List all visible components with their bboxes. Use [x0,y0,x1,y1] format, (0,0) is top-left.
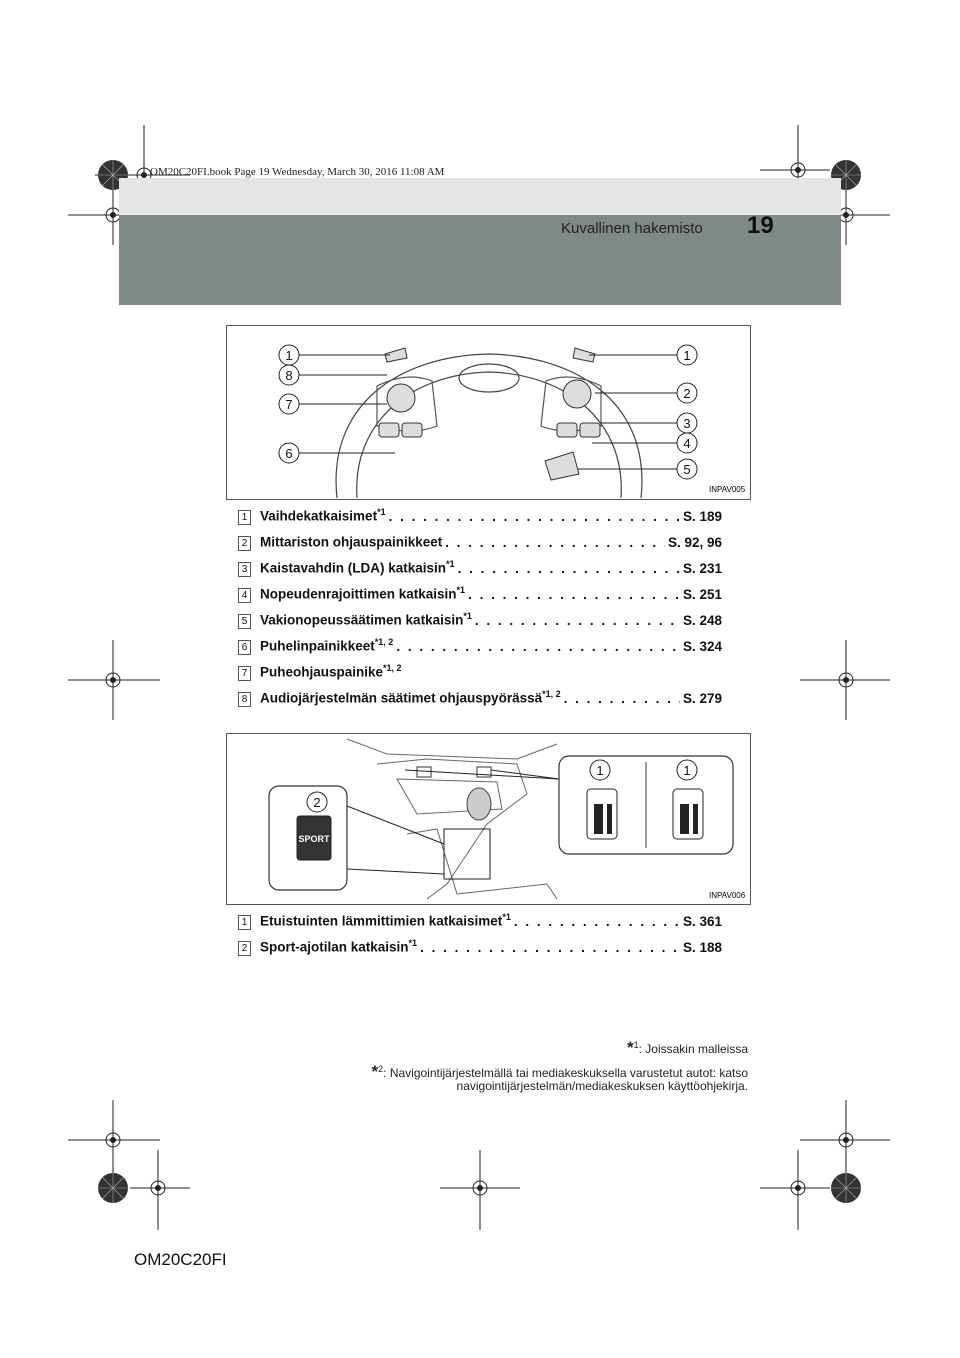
callout-label: 5 [683,462,690,477]
dot-leader [445,535,665,550]
callout-circle [278,442,300,464]
item-number: 8 [238,691,251,707]
callout-label: 2 [683,386,690,401]
dot-leader [420,940,680,955]
dot-leader [514,914,680,929]
callout-label: 1 [683,348,690,363]
page-reference: S. 231 [682,560,722,576]
callout-label: 1 [683,763,690,778]
callout-circle [676,382,698,404]
page-reference: S. 189 [682,508,722,524]
list-item: 2 Mittariston ohjauspainikkeet S. 92, 96 [238,533,722,553]
center-console-illustration: SPORT 2 1 1 INPAV006 [268,738,746,900]
steering-wheel-illustration: 1 8 7 6 1 2 3 4 5 INPAV005 [278,344,746,499]
item-label: Audiojärjestelmän säätimet ohjauspyöräss… [260,689,561,706]
item-label: Sport-ajotilan katkaisin*1 [260,938,418,955]
item-number: 2 [238,535,251,551]
dot-leader [564,691,680,706]
callout-circle [306,791,328,813]
header-band [119,215,841,305]
page-reference: S. 251 [682,586,722,602]
list-item: 7 Puheohjauspainike*1, 2 [238,663,722,683]
list-item: 2 Sport-ajotilan katkaisin*1 S. 188 [238,938,722,958]
dot-leader [468,587,680,602]
callout-label: 6 [285,446,292,461]
dot-leader [458,561,680,576]
item-number: 7 [238,665,251,681]
section-title: Kuvallinen hakemisto [561,220,703,237]
callout-label: 3 [683,416,690,431]
list-item: 5 Vakionopeussäätimen katkaisin*1 S. 248 [238,611,722,631]
item-number: 5 [238,613,251,629]
page-reference: S. 248 [682,612,722,628]
list-item: 4 Nopeudenrajoittimen katkaisin*1 S. 251 [238,585,722,605]
header-top-strip [119,178,841,215]
item-label: Puhelinpainikkeet*1, 2 [260,637,394,654]
callout-label: 8 [285,368,292,383]
item-label: Vakionopeussäätimen katkaisin*1 [260,611,472,628]
footnote-continuation: navigointijärjestelmän/mediakeskuksen kä… [456,1079,748,1093]
center-console-figure: SPORT 2 1 1 INPAV006 [226,733,751,905]
figure-code: INPAV005 [709,485,746,494]
callout-circle [676,458,698,480]
callout-label: 1 [596,763,603,778]
item-number: 3 [238,561,251,577]
figure-code: INPAV006 [709,891,746,900]
callouts-right: 1 2 3 4 5 [676,344,698,480]
page-reference: S. 361 [682,913,722,929]
callout-circle [589,759,611,781]
list-item: 1 Etuistuinten lämmittimien katkaisimet*… [238,912,722,932]
page-number: 19 [747,212,774,239]
item-label: Kaistavahdin (LDA) katkaisin*1 [260,559,455,576]
list-item: 1 Vaihdekatkaisimet*1 S. 189 [238,507,722,527]
callout-circle [676,759,698,781]
callout-label: 1 [285,348,292,363]
callout-label: 4 [683,436,690,451]
item-number: 6 [238,639,251,655]
item-number: 4 [238,587,251,603]
callout-label: 2 [313,795,320,810]
item-label: Etuistuinten lämmittimien katkaisimet*1 [260,912,511,929]
page-reference: S. 188 [682,939,722,955]
page-reference: S. 92, 96 [667,534,722,550]
dot-leader [389,509,680,524]
document-code: OM20C20FI [134,1250,227,1269]
item-number: 1 [238,509,251,525]
steering-wheel-figure: 1 8 7 6 1 2 3 4 5 INPAV005 [226,325,751,500]
callouts-left: 1 8 7 6 [278,344,300,464]
item-number: 2 [238,940,251,956]
page-reference: S. 279 [682,690,722,706]
dot-leader [475,613,680,628]
page-reference: S. 324 [682,638,722,654]
callout-circle [278,364,300,386]
item-label: Puheohjauspainike*1, 2 [260,663,402,680]
callout-circle [676,432,698,454]
print-info-line: OM20C20FI.book Page 19 Wednesday, March … [150,166,445,178]
item-label: Nopeudenrajoittimen katkaisin*1 [260,585,466,602]
list-item: 6 Puhelinpainikkeet*1, 2 S. 324 [238,637,722,657]
dot-leader [396,639,680,654]
callout-circle [676,344,698,366]
footnote: *1: Joissakin malleissa [626,1038,748,1057]
list-item: 3 Kaistavahdin (LDA) katkaisin*1 S. 231 [238,559,722,579]
callout-label: 7 [285,397,292,412]
item-label: Mittariston ohjauspainikkeet [260,534,443,550]
item-label: Vaihdekatkaisimet*1 [260,507,386,524]
item-number: 1 [238,914,251,930]
list-item: 8 Audiojärjestelmän säätimet ohjauspyörä… [238,689,722,709]
footnote: *2: Navigointijärjestelmällä tai mediake… [371,1062,748,1081]
sport-button-label: SPORT [298,834,330,844]
callout-circle [278,393,300,415]
